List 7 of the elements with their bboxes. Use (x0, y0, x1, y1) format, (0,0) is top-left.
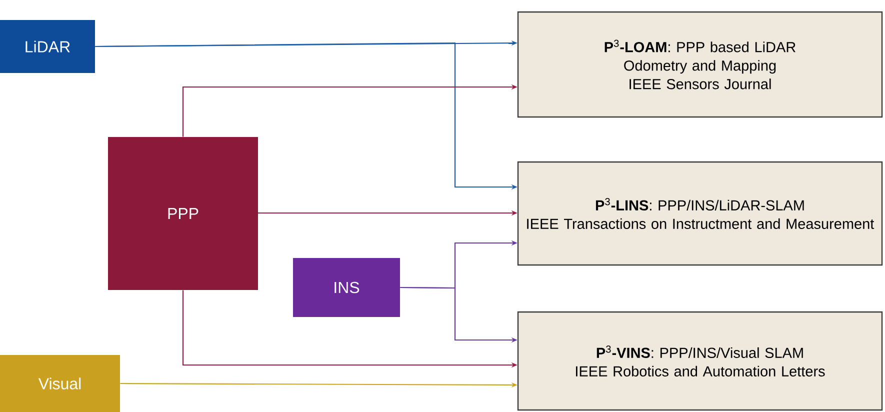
paper-box: P$^{3}$-VINS: PPP/INS/Visual SLAM IEEE Robotics and Automation Letters (517, 311, 883, 411)
paper-box: P$^{3}$-LOAM: PPP based LiDAR Odometry and Mapping IEEE Sensors Journal (517, 11, 883, 118)
input-box: LiDAR (0, 20, 95, 73)
input-box: INS (293, 258, 400, 317)
input-box: Visual (0, 355, 120, 412)
paper-box: P$^{3}$-LINS: PPP/INS/LiDAR-SLAM IEEE Transactions on Instructment and Measurement (517, 161, 883, 266)
input-box: PPP (108, 137, 258, 290)
